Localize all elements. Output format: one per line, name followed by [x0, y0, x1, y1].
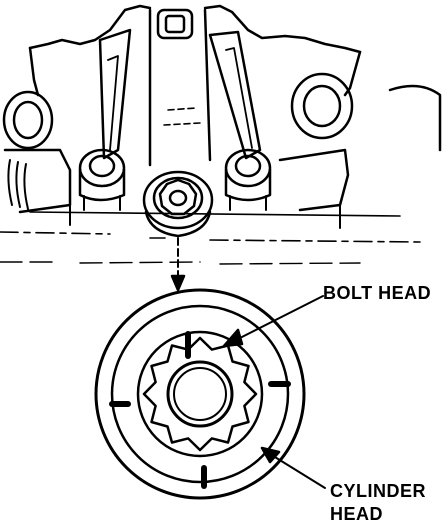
bolt-head-detail-view [94, 288, 306, 500]
projection-arrow [170, 237, 186, 292]
bolt-head-label: BOLT HEAD [323, 283, 432, 303]
cylinder-head-label-line1: CYLINDER [330, 481, 427, 501]
engine-assembly [0, 4, 442, 265]
cylinder-head-label-line2: HEAD [330, 504, 384, 524]
callout-leaders [222, 295, 326, 489]
